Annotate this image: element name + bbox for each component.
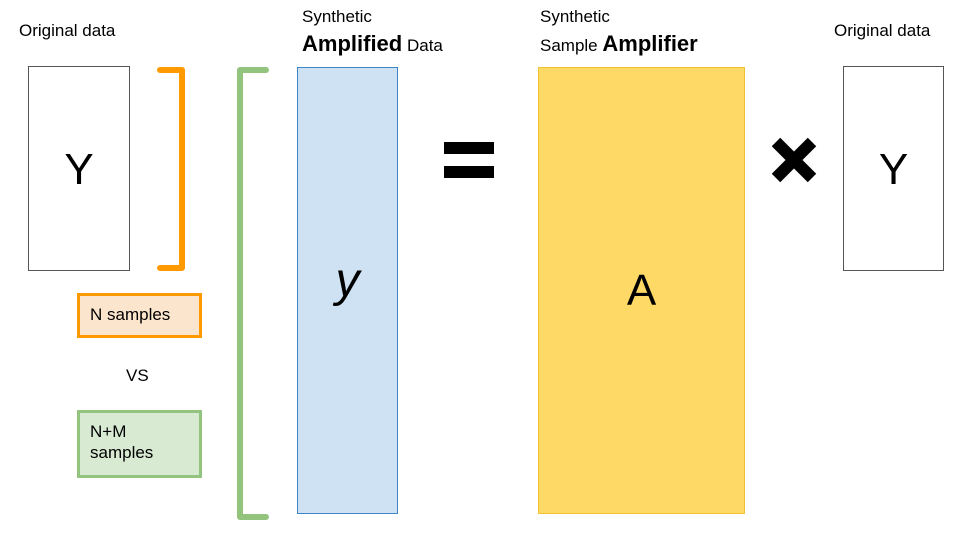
legend-vs: VS <box>126 366 149 385</box>
equals-icon <box>444 142 494 178</box>
right-matrix-title: Original data <box>834 21 931 40</box>
amplified-title-bold: Amplified <box>302 31 403 56</box>
left-matrix-letter: Y <box>64 145 94 194</box>
left-matrix-Y: Y <box>28 66 130 271</box>
amplifier-title-line1: Synthetic <box>540 7 610 26</box>
orange-bracket <box>157 67 185 271</box>
amplified-title-line2: Amplified Data <box>302 31 443 57</box>
left-matrix-title: Original data <box>19 21 116 40</box>
amplifier-title-line2: Sample Amplifier <box>540 31 698 57</box>
amplifier-matrix-letter: A <box>626 266 657 315</box>
legend-n-samples: N samples <box>77 293 202 338</box>
right-matrix-letter: Y <box>878 145 909 194</box>
amplified-matrix-letter: y <box>335 254 360 307</box>
amplified-title-line1: Synthetic <box>302 7 372 26</box>
multiply-icon <box>771 137 817 183</box>
legend-nm-samples: N+M samples <box>77 410 202 478</box>
amplified-matrix-y: y <box>297 67 398 514</box>
amplifier-title-bold: Amplifier <box>602 31 698 56</box>
amplifier-matrix-A: A <box>538 67 745 514</box>
green-bracket <box>237 67 269 520</box>
amplifier-title-prefix: Sample <box>540 36 598 55</box>
right-matrix-Y: Y <box>843 66 944 271</box>
amplified-title-suffix: Data <box>406 36 443 55</box>
